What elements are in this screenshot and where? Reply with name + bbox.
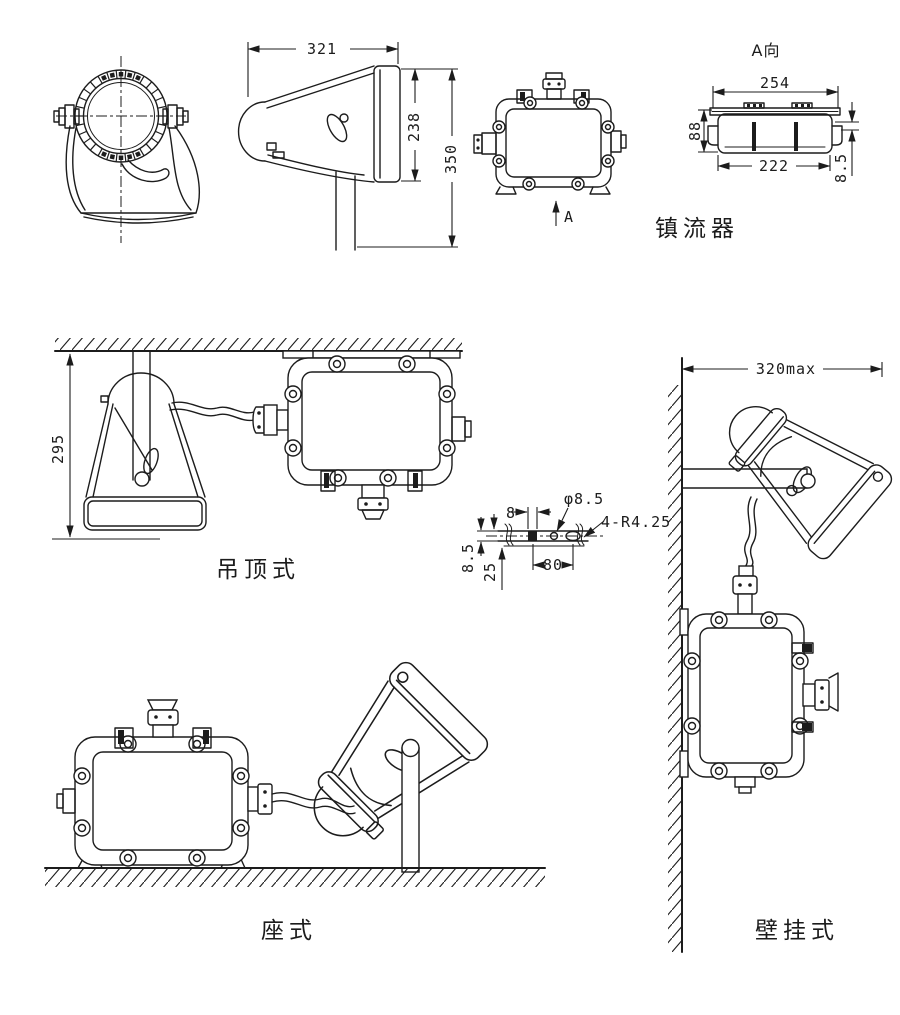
seat-cable bbox=[271, 791, 356, 815]
dim-depth-text: 25 bbox=[481, 562, 499, 582]
dim-321: 321 bbox=[247, 40, 399, 97]
section-arrow-a: A bbox=[552, 200, 574, 226]
dim-295-text: 295 bbox=[49, 434, 67, 464]
seat-caption: 座式 bbox=[261, 918, 317, 944]
dim-254: 254 bbox=[712, 74, 839, 108]
wall-lamp bbox=[699, 373, 896, 563]
seat-lamp bbox=[279, 657, 493, 871]
dim-350-text: 350 bbox=[442, 144, 460, 174]
mounting-plate-detail: 8 φ8.5 4-R4.25 8.5 25 bbox=[459, 490, 671, 590]
wall-mount-assembly: 320max bbox=[668, 357, 896, 953]
wall-ballast-box bbox=[679, 608, 839, 794]
ballast-caption: 镇流器 bbox=[655, 216, 739, 242]
front-cable-hook bbox=[121, 159, 170, 183]
wall-pivot bbox=[800, 473, 816, 489]
seat-ballast-box bbox=[56, 699, 273, 869]
a-view-dark-details bbox=[747, 104, 810, 151]
ceiling-cable bbox=[169, 401, 255, 422]
dim-320max: 320max bbox=[681, 360, 883, 378]
section-arrow-label: A bbox=[564, 208, 574, 226]
ceiling-lamp bbox=[83, 350, 207, 531]
bezel-serration-ticks bbox=[75, 70, 167, 162]
seat-mount-assembly: 座式 bbox=[44, 657, 546, 944]
bezel-inner-ring bbox=[82, 77, 160, 155]
plate-section bbox=[497, 523, 589, 547]
wall-tab-bottom bbox=[679, 750, 689, 778]
bezel-dark-marks bbox=[101, 72, 141, 160]
ballast-foot-right bbox=[589, 186, 611, 195]
dim-238: 238 bbox=[401, 68, 423, 182]
ceiling-box-plate bbox=[282, 350, 461, 359]
dim-8-5-aview: 8.5 bbox=[832, 102, 859, 183]
ceiling-caption: 吊顶式 bbox=[216, 557, 300, 583]
glass-edge bbox=[87, 82, 155, 150]
dim-span: 80 bbox=[532, 544, 574, 574]
yoke-bowl bbox=[65, 125, 200, 224]
dim-slots: 4-R4.25 bbox=[583, 513, 671, 538]
floodlight-side-view: 321 238 350 bbox=[237, 40, 460, 251]
seat-post bbox=[401, 747, 420, 873]
dim-222-text: 222 bbox=[759, 157, 789, 175]
seat-pivot bbox=[401, 738, 420, 758]
ballast-cover bbox=[505, 108, 602, 178]
dim-span-text: 80 bbox=[543, 556, 563, 574]
dim-depth: 25 bbox=[481, 547, 506, 590]
ground-hatch bbox=[45, 868, 545, 887]
wall-hatch bbox=[668, 385, 682, 952]
dim-238-text: 238 bbox=[405, 112, 423, 142]
dim-88: 88 bbox=[686, 109, 718, 153]
dim-8: 8 bbox=[506, 504, 551, 529]
ballast-outer-shell bbox=[495, 98, 612, 188]
side-body bbox=[237, 65, 401, 251]
floodlight-front-view bbox=[53, 56, 200, 243]
dim-295: 295 bbox=[49, 353, 160, 540]
a-view-body bbox=[707, 102, 843, 154]
ceiling-mount-assembly: 295 bbox=[49, 338, 472, 583]
ballast-side-glands bbox=[473, 130, 627, 155]
ballast-front-view: A bbox=[473, 72, 627, 226]
dim-320max-text: 320max bbox=[756, 360, 816, 378]
dim-slots-text: 4-R4.25 bbox=[601, 513, 671, 531]
ceiling-box-left-gland bbox=[252, 404, 289, 436]
dim-hole: φ8.5 bbox=[556, 490, 604, 532]
dim-222: 222 bbox=[717, 155, 831, 175]
bezel-outer-ring bbox=[74, 69, 168, 163]
ceiling-hatch bbox=[55, 338, 462, 351]
wall-tab-top bbox=[679, 608, 689, 636]
dim-hole-text: φ8.5 bbox=[564, 490, 604, 508]
dim-thickness-text: 8.5 bbox=[459, 543, 477, 573]
dim-350: 350 bbox=[357, 68, 460, 248]
trunnion-right bbox=[162, 104, 189, 129]
wall-arm bbox=[681, 468, 808, 489]
ballast-foot-left bbox=[495, 186, 517, 195]
ballast-a-view: A向 254 88 bbox=[655, 41, 859, 242]
wall-caption: 壁挂式 bbox=[755, 918, 839, 944]
a-view-title: A向 bbox=[752, 41, 781, 60]
dim-thickness: 8.5 bbox=[459, 514, 498, 573]
wall-box-top-gland bbox=[732, 565, 758, 615]
dim-88-text: 88 bbox=[686, 121, 704, 141]
dim-321-text: 321 bbox=[307, 40, 337, 58]
wall-cable bbox=[744, 496, 758, 568]
dim-8-5-aview-text: 8.5 bbox=[832, 153, 850, 183]
dim-8-text: 8 bbox=[506, 504, 516, 522]
ceiling-ballast-box bbox=[282, 350, 472, 520]
dim-254-text: 254 bbox=[760, 74, 790, 92]
